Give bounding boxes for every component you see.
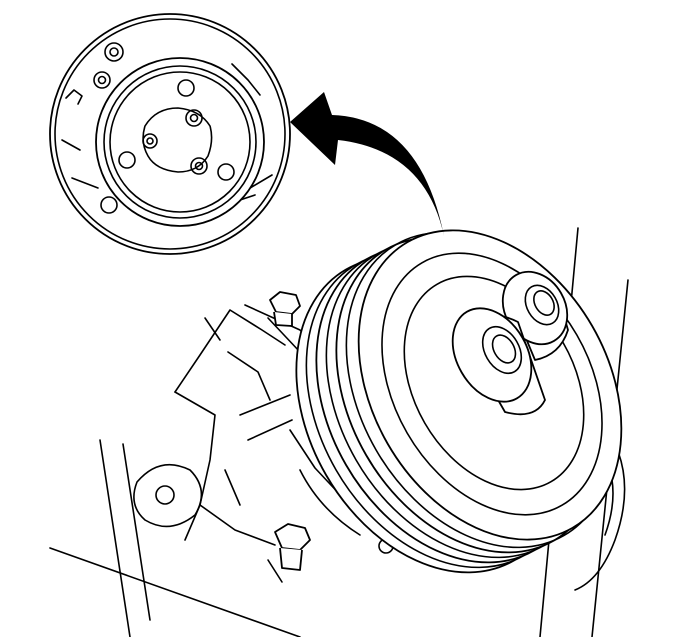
water-pump-pulley xyxy=(295,229,623,574)
housing-bolt-bottom xyxy=(267,523,311,583)
pump-housing xyxy=(133,291,394,583)
direction-arrow xyxy=(290,92,444,236)
housing-bolt-top xyxy=(267,291,301,353)
pulley-holding-tool xyxy=(451,270,569,416)
detail-inset xyxy=(49,13,291,255)
